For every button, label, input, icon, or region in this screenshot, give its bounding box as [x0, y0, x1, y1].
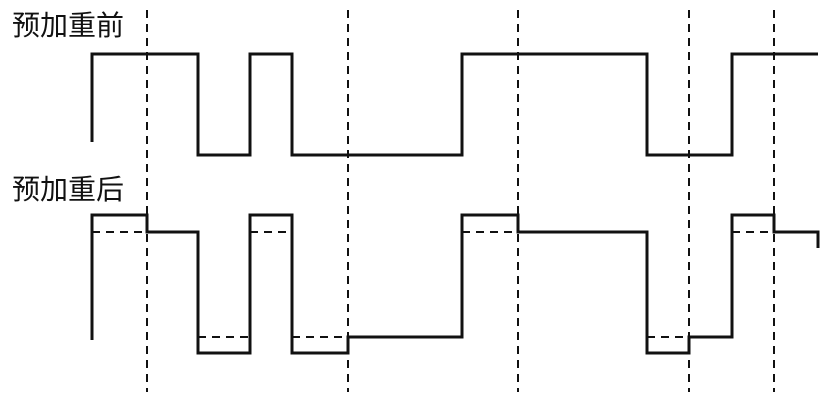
label-before-pre-emphasis: 预加重前: [12, 9, 125, 42]
waveform-after: [90, 213, 820, 355]
waveform-before: [90, 52, 818, 157]
bit-boundary-lines: [146, 10, 775, 392]
reference-levels: [92, 231, 774, 338]
label-after-pre-emphasis: 预加重后: [12, 173, 125, 206]
